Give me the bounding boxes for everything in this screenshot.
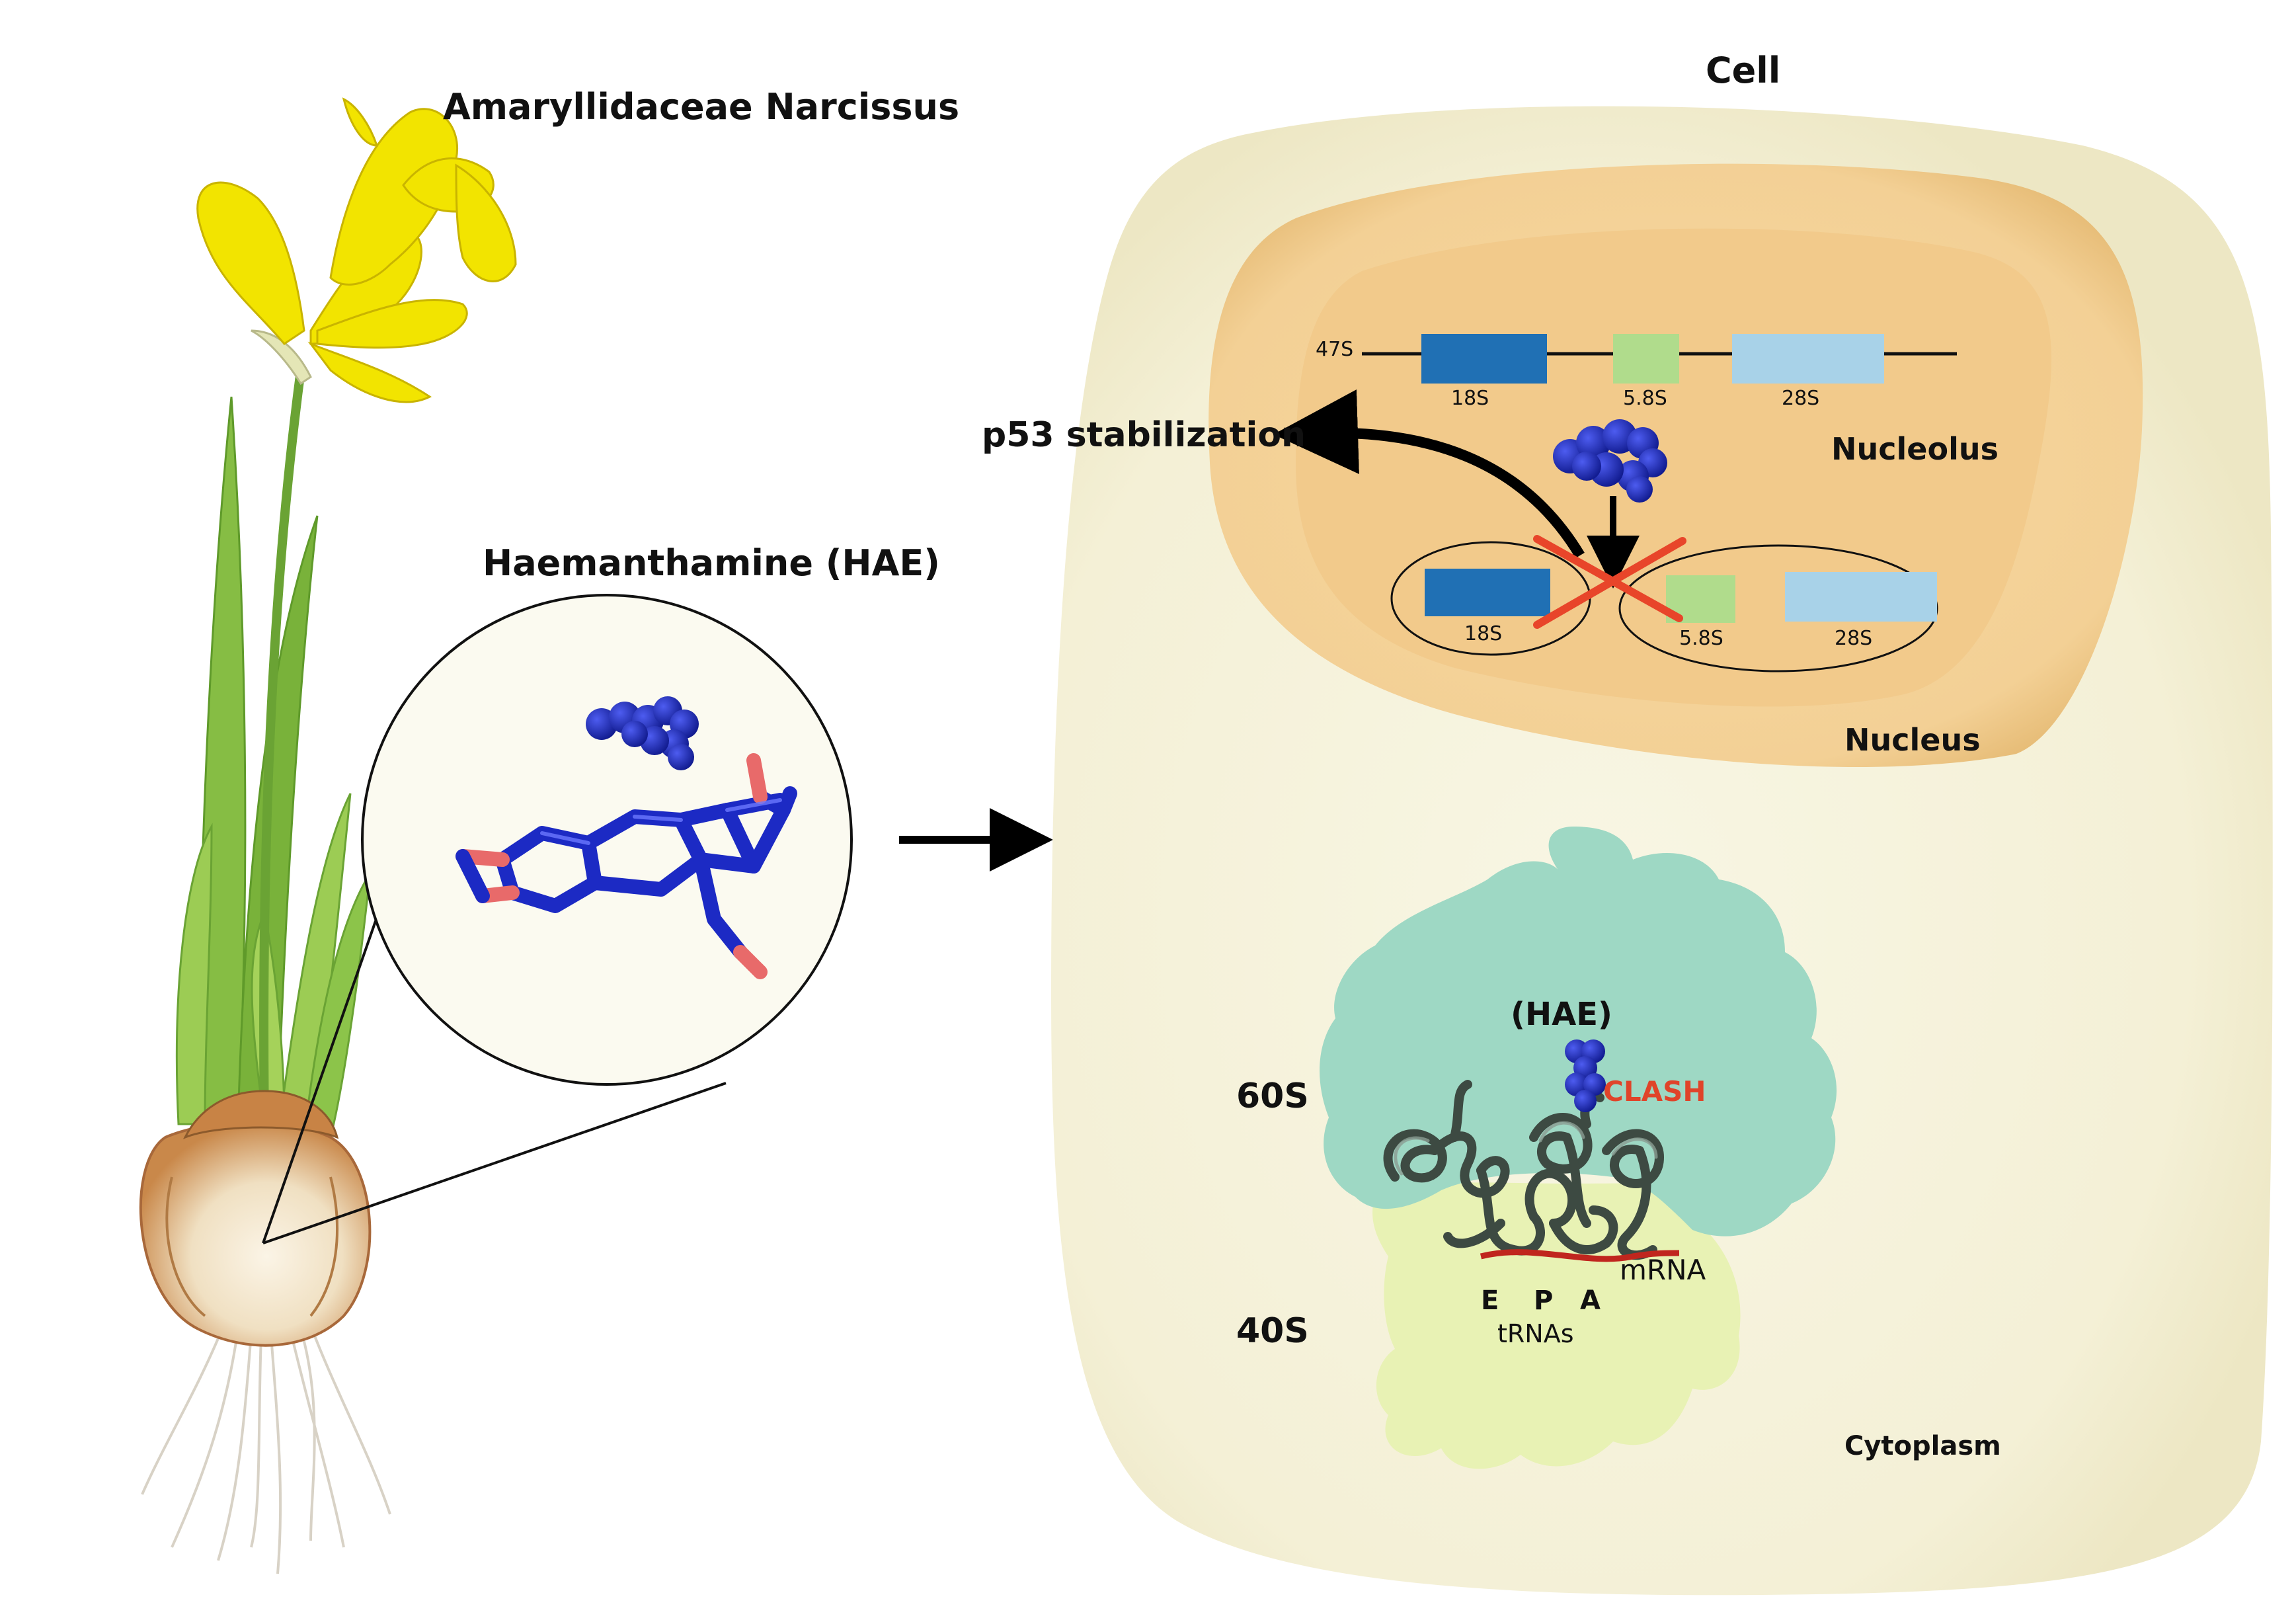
processed-18s-block <box>1425 569 1550 616</box>
rrna-58s-block <box>1613 334 1679 384</box>
ribosome-60s-subunit <box>1320 827 1837 1237</box>
processed-58s-label: 5.8S <box>1679 627 1723 650</box>
ribosome-40s-label: 40S <box>1236 1311 1309 1351</box>
rrna-18s-block <box>1421 334 1547 384</box>
hae-blob-ribosome <box>1565 1039 1606 1112</box>
ribosome-structure-icon <box>1320 827 1837 1469</box>
ribosome-60s-label: 60S <box>1236 1076 1309 1116</box>
p53-arrow <box>1273 389 1585 559</box>
processed-18s-label: 18S <box>1464 622 1502 645</box>
nucleolus <box>1296 228 2052 707</box>
compound-name-label: Haemanthamine (HAE) <box>483 542 940 584</box>
plant-name-label: Amaryllidaceae Narcissus <box>443 86 959 128</box>
rrna-58s-label: 5.8S <box>1623 387 1667 410</box>
clash-label: CLASH <box>1603 1075 1706 1108</box>
site-a-label: A <box>1580 1285 1601 1316</box>
nucleolus-label: Nucleolus <box>1831 431 1999 467</box>
hae-molecule-icon <box>455 696 797 979</box>
processed-28s-label: 28S <box>1835 627 1872 650</box>
precursor-47s-label: 47S <box>1316 338 1353 361</box>
site-e-label: E <box>1481 1285 1499 1316</box>
cytoplasm-label: Cytoplasm <box>1844 1431 2001 1461</box>
p53-label: p53 stabilization <box>982 415 1306 455</box>
narcissus-plant-icon <box>139 97 517 1574</box>
cell-label: Cell <box>1706 50 1780 91</box>
rrna-28s-block <box>1732 334 1884 384</box>
hae-ribosome-label: (HAE) <box>1511 996 1612 1033</box>
mrna-label: mRNA <box>1620 1254 1706 1286</box>
mrna-strand <box>1480 1249 1680 1262</box>
hae-sphere-model <box>586 696 699 770</box>
nucleus-label: Nucleus <box>1844 722 1981 758</box>
rrna-18s-label: 18S <box>1451 387 1489 410</box>
inhibition-cross <box>1533 535 1686 629</box>
site-p-label: P <box>1534 1285 1553 1316</box>
rrna-28s-label: 28S <box>1782 387 1819 410</box>
processed-28s-block <box>1785 572 1937 622</box>
hae-blob-nucleolus <box>1553 419 1667 503</box>
trnas-label: tRNAs <box>1497 1319 1574 1348</box>
